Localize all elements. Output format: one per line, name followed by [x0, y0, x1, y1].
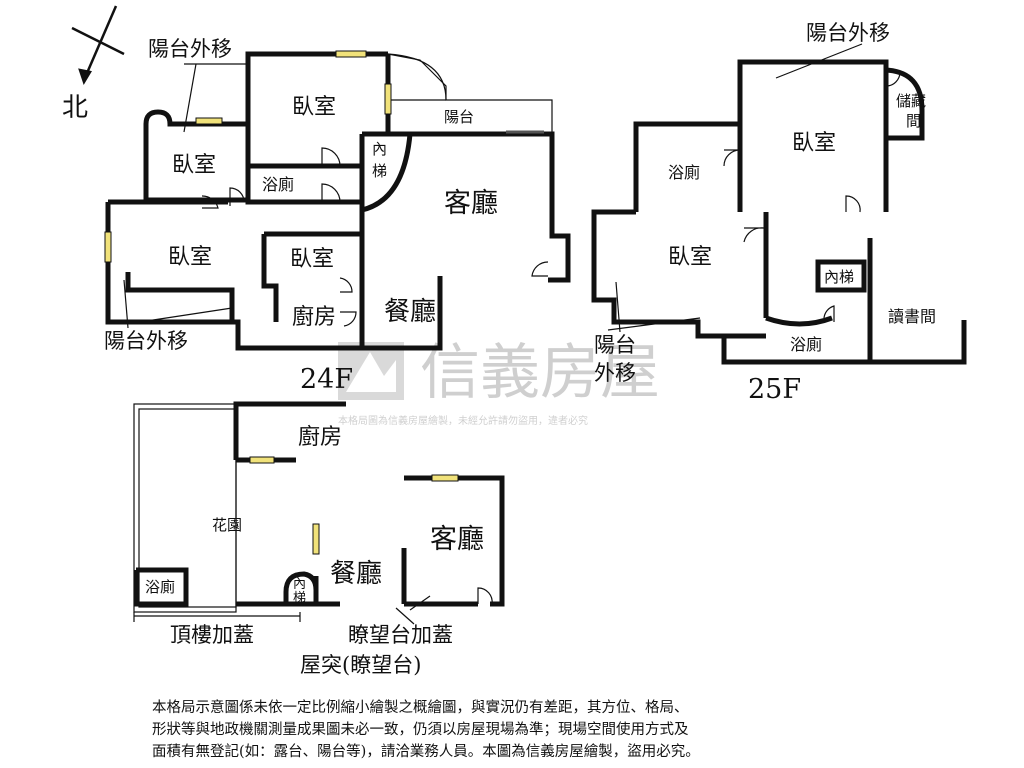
- label-25f-balcony-moved-left-1: 陽台: [594, 333, 636, 357]
- roof-windows: [249, 456, 459, 555]
- label-25f-bathroom-bottom: 浴廁: [790, 335, 822, 354]
- watermark-brand: 信義房屋: [420, 338, 660, 408]
- label-24f-elevator-top: 內: [372, 140, 387, 158]
- floor-25-walls: [591, 59, 967, 365]
- label-25f-balcony-moved-left-2: 外移: [594, 361, 636, 385]
- label-roof-elevator-bottom: 梯: [293, 591, 306, 606]
- floor-24-thin-lines: [123, 53, 553, 329]
- label-25f-floor: 25F: [748, 374, 801, 405]
- label-24f-elevator-bottom: 梯: [372, 162, 387, 180]
- label-24f-bathroom: 浴廁: [262, 175, 294, 194]
- label-25f-balcony-moved-top: 陽台外移: [806, 21, 890, 45]
- north-arrow-icon: [71, 5, 125, 85]
- label-24f-dining-room: 餐廳: [384, 297, 436, 327]
- label-25f-bathroom-top: 浴廁: [668, 163, 700, 182]
- watermark: 信義房屋 本格局圖為信義房屋繪製，未經允許請勿盜用，違者必究: [338, 338, 660, 427]
- label-roof-elevator-top: 內: [293, 577, 306, 592]
- compass-north-label: 北: [62, 93, 88, 123]
- label-roof-living-room: 客廳: [430, 524, 484, 555]
- label-24f-balcony-moved-top: 陽台外移: [148, 37, 232, 61]
- label-roof-bathroom: 浴廁: [145, 578, 175, 596]
- watermark-logo-icon: [338, 342, 404, 400]
- label-roof-kitchen: 廚房: [298, 425, 342, 450]
- disclaimer-line-3: 面積有無登記(如：露台、陽台等)，請洽業務人員。本圖為信義房屋繪製，盜用必究。: [152, 744, 700, 760]
- floor-24-walls: [105, 51, 571, 351]
- label-25f-elevator: 內梯: [824, 268, 854, 286]
- label-24f-balcony-moved-bottom: 陽台外移: [104, 329, 188, 353]
- floor-25-doors: [723, 71, 901, 322]
- label-24f-living-room: 客廳: [444, 188, 498, 219]
- roof-thin-lines: [133, 403, 431, 625]
- label-roof-garden: 花園: [212, 516, 242, 534]
- disclaimer-line-2: 形狀等與地政機關測量成果圖未必一致，仍須以房屋現場為準；現場空間使用方式及: [152, 722, 689, 738]
- label-roof-dining-room: 餐廳: [330, 559, 382, 589]
- floor-24-doors: [201, 130, 549, 327]
- label-24f-bedroom-left: 臥室: [172, 153, 216, 178]
- floor-25-thin-lines: [607, 43, 863, 333]
- label-roof-observation-addition: 瞭望台加蓋: [348, 623, 453, 647]
- label-25f-bedroom-left: 臥室: [668, 245, 712, 270]
- label-25f-storage-top: 儲藏: [896, 92, 926, 110]
- disclaimer-line-1: 本格局示意圖係未依一定比例縮小繪製之概繪圖，與實況仍有差距，其方位、格局、: [152, 700, 689, 716]
- label-24f-balcony: 陽台: [444, 108, 474, 126]
- floor-24-windows: [104, 50, 392, 263]
- label-24f-bedroom-small: 臥室: [290, 247, 334, 272]
- label-roof-rooftop-addition: 頂樓加蓋: [170, 623, 254, 647]
- label-25f-storage-bottom: 間: [906, 112, 921, 130]
- label-24f-floor: 24F: [300, 364, 353, 395]
- label-24f-kitchen: 廚房: [292, 305, 336, 330]
- label-25f-study: 讀書間: [888, 307, 936, 326]
- label-24f-bedroom-lower: 臥室: [168, 245, 212, 270]
- watermark-notice: 本格局圖為信義房屋繪製，未經允許請勿盜用，違者必究: [338, 414, 588, 427]
- label-roof-protrusion: 屋突(瞭望台): [300, 653, 421, 677]
- roof-doors: [477, 587, 493, 605]
- label-25f-bedroom-top: 臥室: [792, 131, 836, 156]
- label-24f-bedroom-top: 臥室: [292, 95, 336, 120]
- disclaimer: 本格局示意圖係未依一定比例縮小繪製之概繪圖，與實況仍有差距，其方位、格局、 形狀…: [152, 697, 872, 763]
